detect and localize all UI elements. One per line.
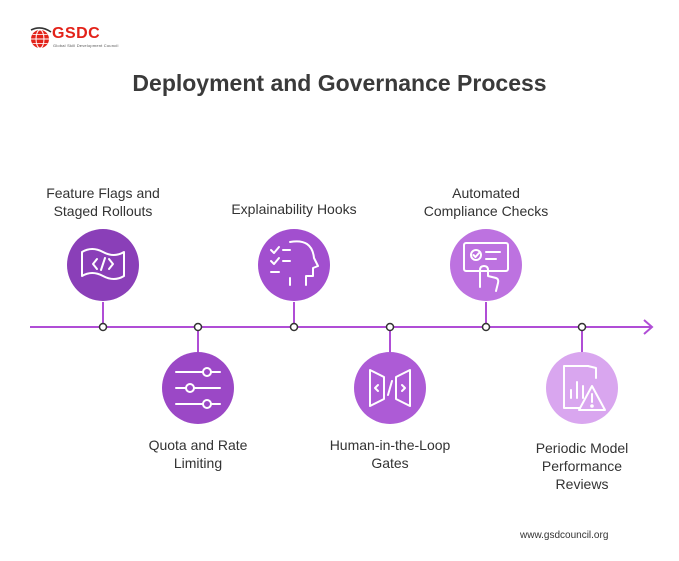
step-2-label: Quota and Rate Limiting [148, 437, 248, 471]
axis-node-1 [98, 322, 108, 332]
axis-node-3 [289, 322, 299, 332]
axis-node-5 [481, 322, 491, 332]
page-title: Deployment and Governance Process [132, 70, 547, 96]
step-6-label: Periodic Model Performance Reviews [535, 440, 629, 492]
step-3-label: Explainability Hooks [231, 201, 357, 217]
report-warning-icon [563, 365, 606, 411]
code-flag-icon [81, 248, 125, 280]
sliders-icon [175, 367, 221, 409]
step-2-node [162, 352, 234, 424]
monitor-check-icon [463, 242, 509, 292]
gsdc-logo [30, 27, 52, 49]
footer-url[interactable]: www.gsdcouncil.org [520, 530, 609, 541]
globe-icon [30, 27, 52, 49]
axis-node-6 [577, 322, 587, 332]
axis-node-2 [193, 322, 203, 332]
step-6-node [546, 352, 618, 424]
brand-name: GSDC [52, 25, 101, 42]
step-5-node [450, 229, 522, 301]
step-1-label: Feature Flags and Staged Rollouts [46, 185, 160, 219]
axis-node-4 [385, 322, 395, 332]
code-gate-icon [369, 369, 411, 407]
brand-tagline: Global Skill Development Council [53, 43, 119, 48]
step-4-label: Human-in-the-Loop Gates [329, 437, 451, 471]
head-checklist-icon [270, 240, 319, 286]
step-1-node [67, 229, 139, 301]
step-4-node [354, 352, 426, 424]
timeline-arrowhead [643, 319, 654, 335]
step-5-label: Automated Compliance Checks [423, 185, 549, 219]
step-3-node [258, 229, 330, 301]
